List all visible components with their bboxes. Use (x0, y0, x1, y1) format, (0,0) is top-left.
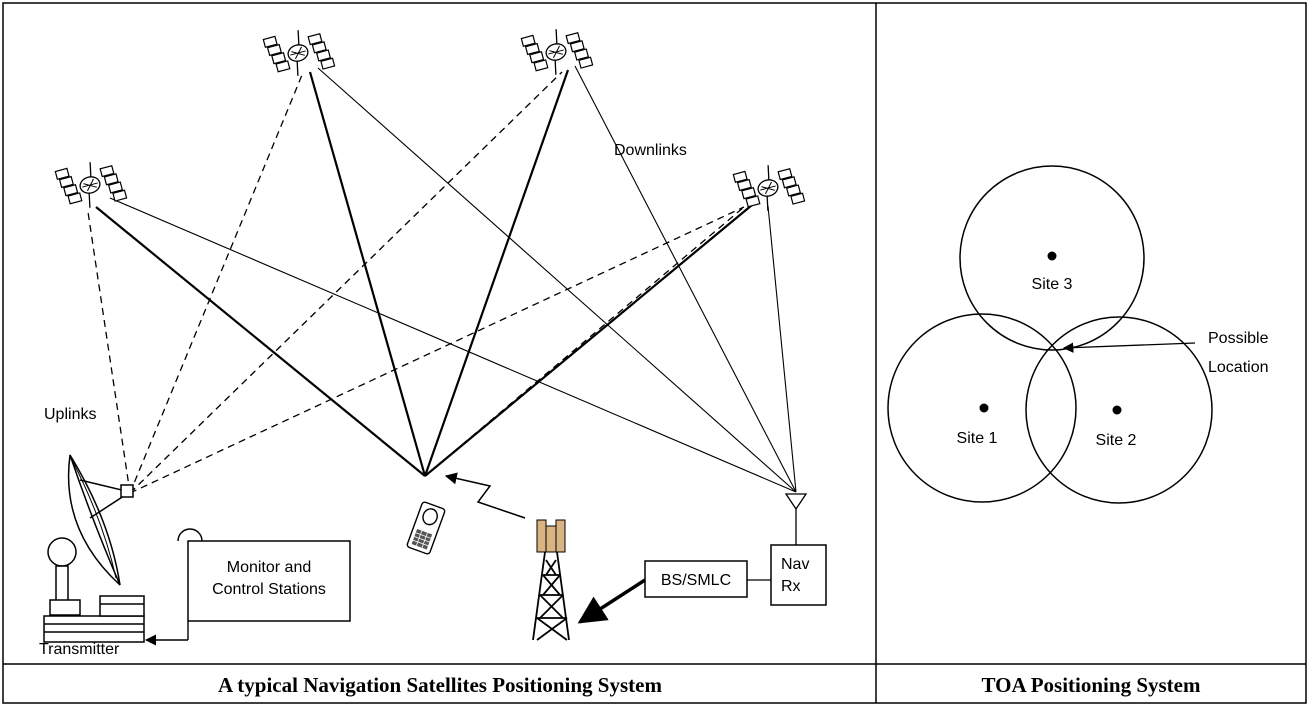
satellite-dish-icon (43, 454, 145, 643)
bs-smlc-label: BS/SMLC (661, 572, 731, 589)
site3-range-circle (959, 165, 1145, 351)
possible-location-arrow (1062, 342, 1196, 353)
mobile-phone-icon (406, 501, 446, 555)
nav-label-line1: Nav (781, 556, 809, 573)
satellite-icon (732, 157, 806, 218)
right-panel: Site 3 Site 1 Site 2 Possible Location T… (887, 165, 1269, 697)
transmitter-label: Transmitter (39, 641, 120, 658)
uplinks-label: Uplinks (44, 406, 96, 423)
site2-range-circle (1025, 316, 1213, 504)
possible-label-line1: Possible (1208, 330, 1269, 347)
left-panel: Downlinks Uplinks Transmitter Monitor an… (39, 21, 827, 697)
monitor-control-stations: Monitor and Control Stations (177, 528, 351, 622)
satellite-icon (520, 21, 594, 82)
radio-link (444, 472, 526, 519)
nav-downlink-lines (109, 65, 797, 493)
site2-label: Site 2 (1096, 432, 1137, 449)
possible-label-line2: Location (1208, 359, 1269, 376)
nav-label-line2: Rx (781, 578, 801, 595)
site3-label: Site 3 (1032, 276, 1073, 293)
phone-downlink-lines (95, 69, 753, 477)
site2-marker (1112, 405, 1122, 415)
left-caption: A typical Navigation Satellites Position… (218, 673, 662, 697)
site1-label: Site 1 (957, 430, 998, 447)
site1-range-circle (887, 313, 1077, 503)
site-markers (979, 251, 1122, 415)
uplink-lines (87, 71, 745, 494)
bs-smlc-box: BS/SMLC (644, 560, 748, 598)
site1-marker (979, 403, 989, 413)
nav-rx-box: Nav Rx (770, 493, 827, 606)
right-caption: TOA Positioning System (982, 673, 1201, 697)
satellite-icon (54, 154, 128, 215)
bs-tower-arrow (577, 578, 646, 624)
cell-tower-icon (532, 519, 570, 641)
site3-marker (1047, 251, 1057, 261)
toa-circles (887, 165, 1213, 504)
downlinks-label: Downlinks (614, 142, 687, 159)
monitor-label-line2: Control Stations (212, 581, 326, 598)
monitor-label-line1: Monitor and (227, 559, 312, 576)
